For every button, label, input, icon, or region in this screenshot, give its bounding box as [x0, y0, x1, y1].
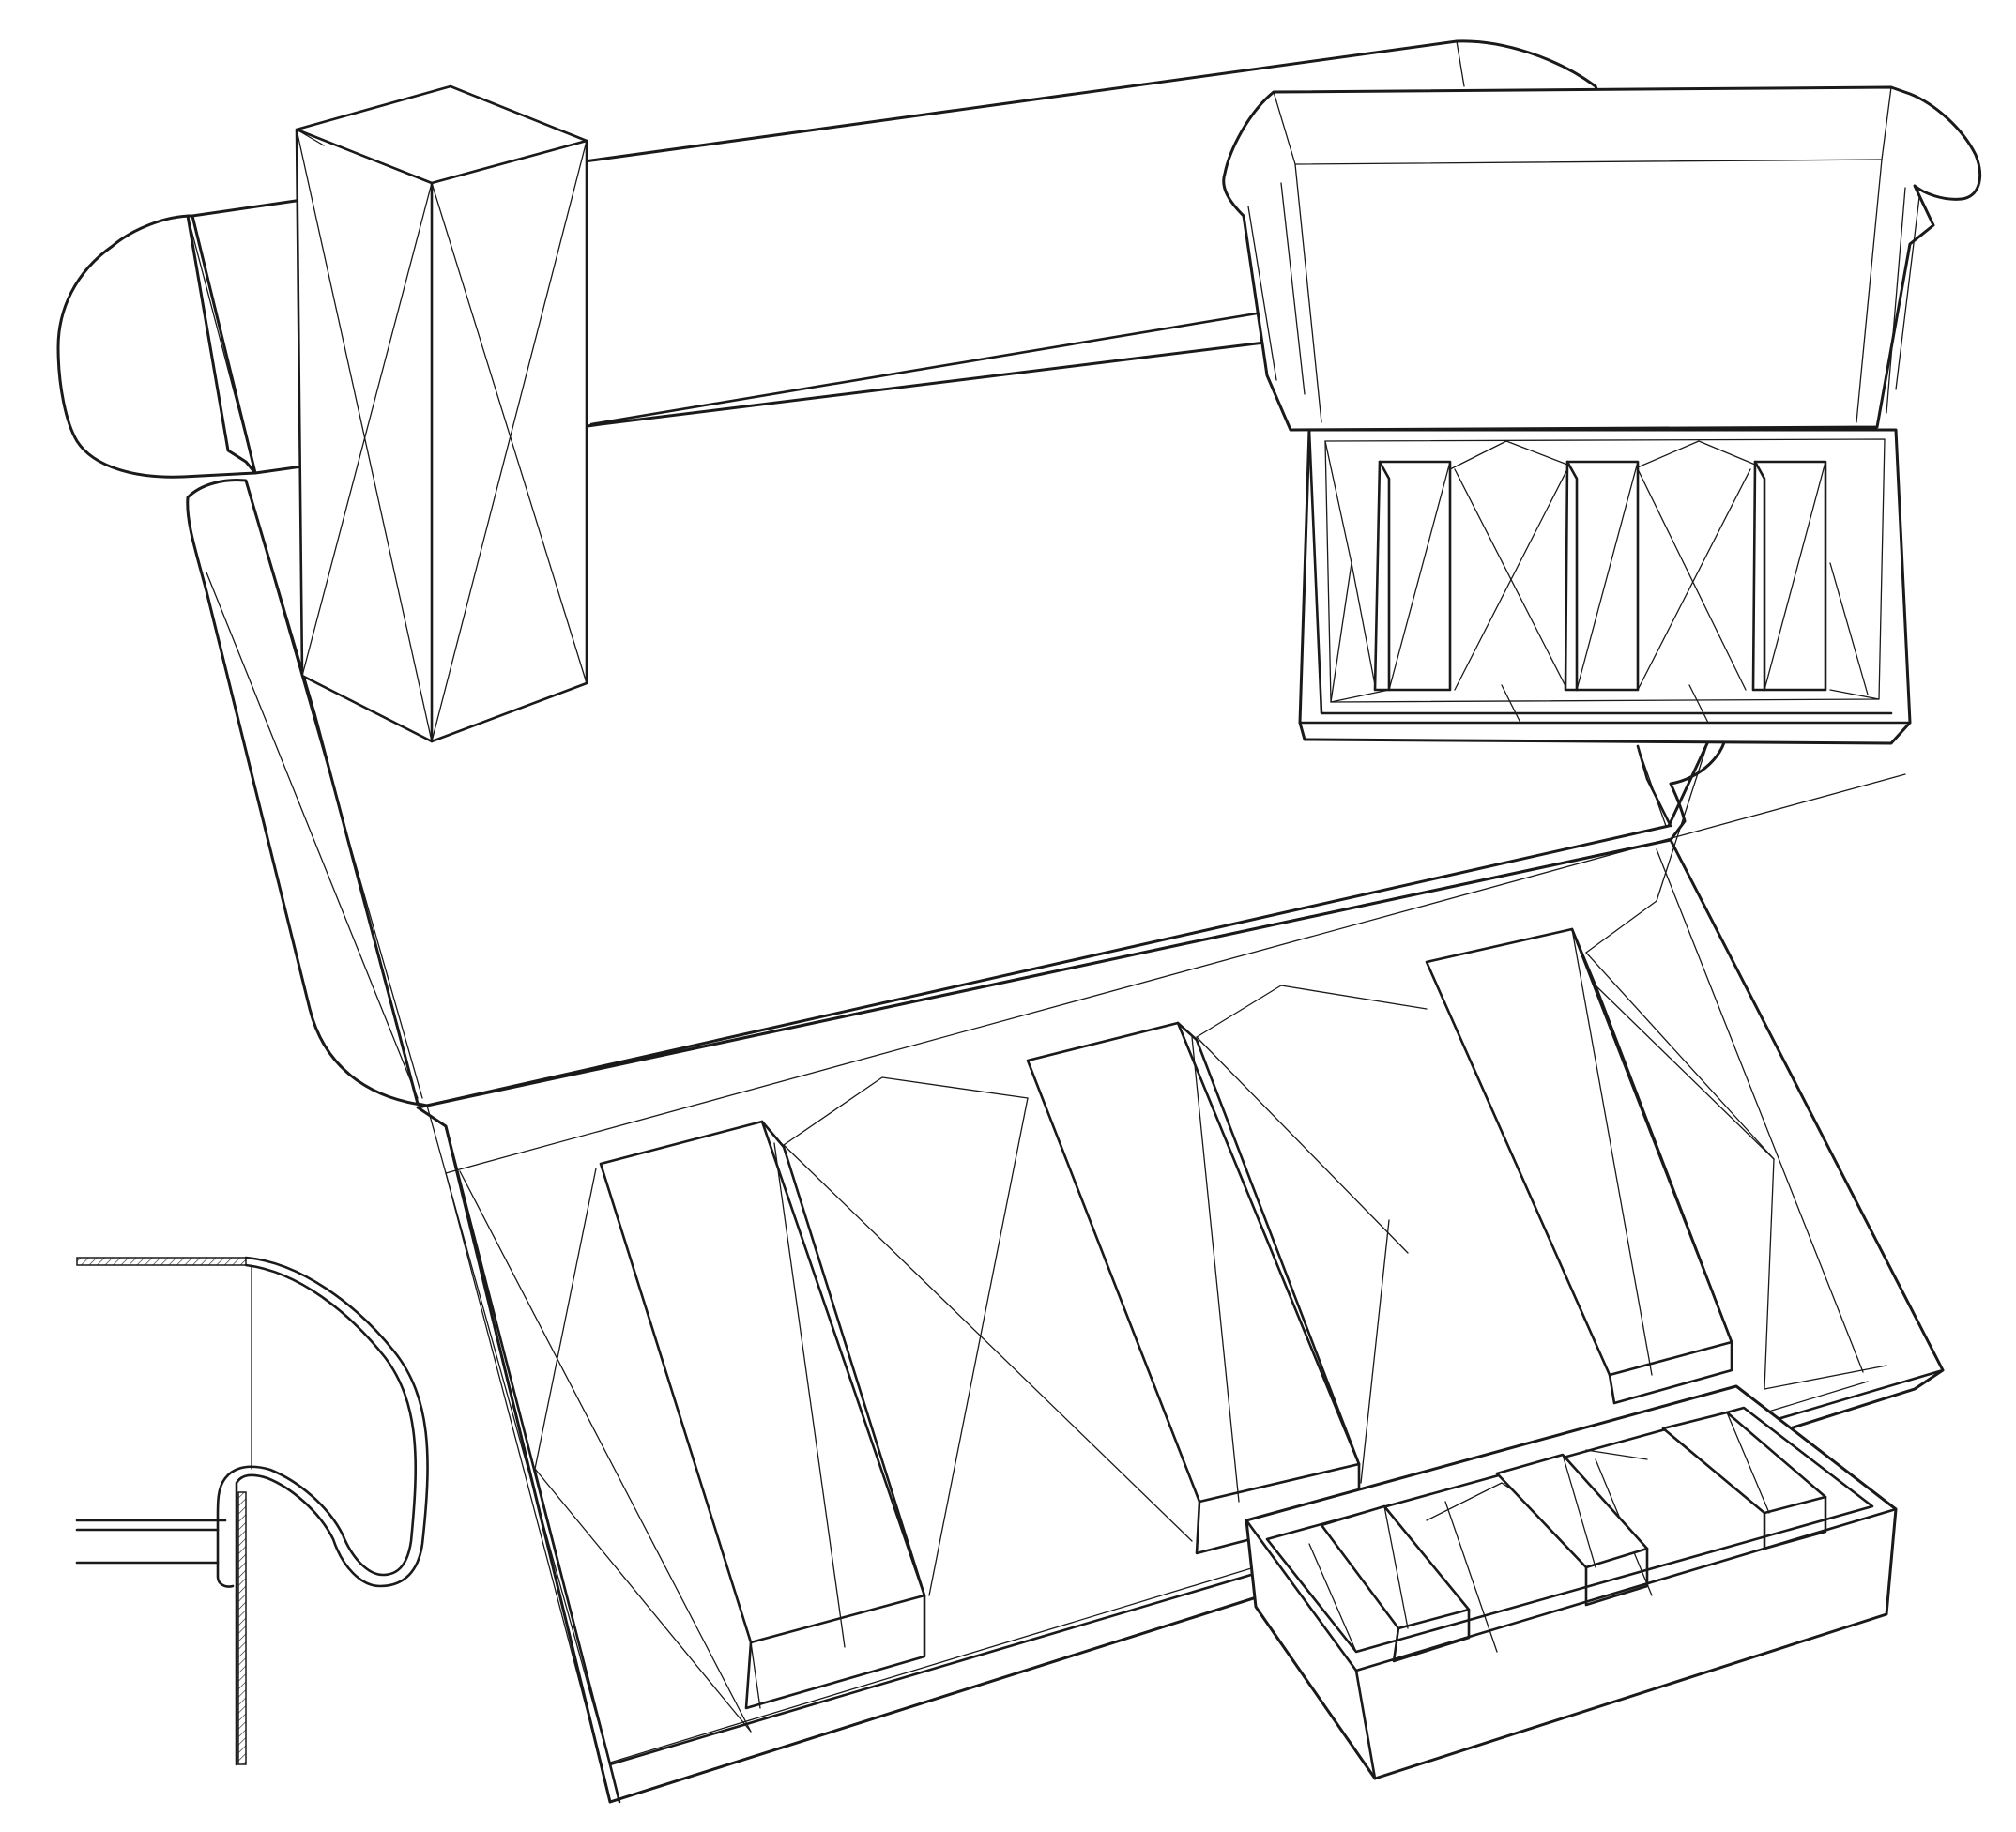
tray-product-3 — [1661, 1411, 1827, 1550]
main-box-insert-creases — [534, 740, 1887, 1765]
edge-cross-section — [75, 1256, 429, 1766]
small-mailer-box — [1222, 85, 1982, 828]
tray-product-1 — [1320, 1504, 1471, 1663]
main-box-compartment-2 — [1026, 1021, 1361, 1555]
small-insert-tray — [1245, 1384, 1898, 1780]
single-product-box — [295, 84, 588, 743]
tray-product-2 — [1495, 1453, 1649, 1607]
small-mailer-product-2 — [1564, 460, 1640, 692]
main-box-compartment-3 — [1425, 927, 1733, 1405]
main-box-compartment-1 — [599, 1120, 926, 1710]
small-mailer-product-3 — [1751, 460, 1827, 692]
small-mailer-product-1 — [1373, 460, 1452, 692]
